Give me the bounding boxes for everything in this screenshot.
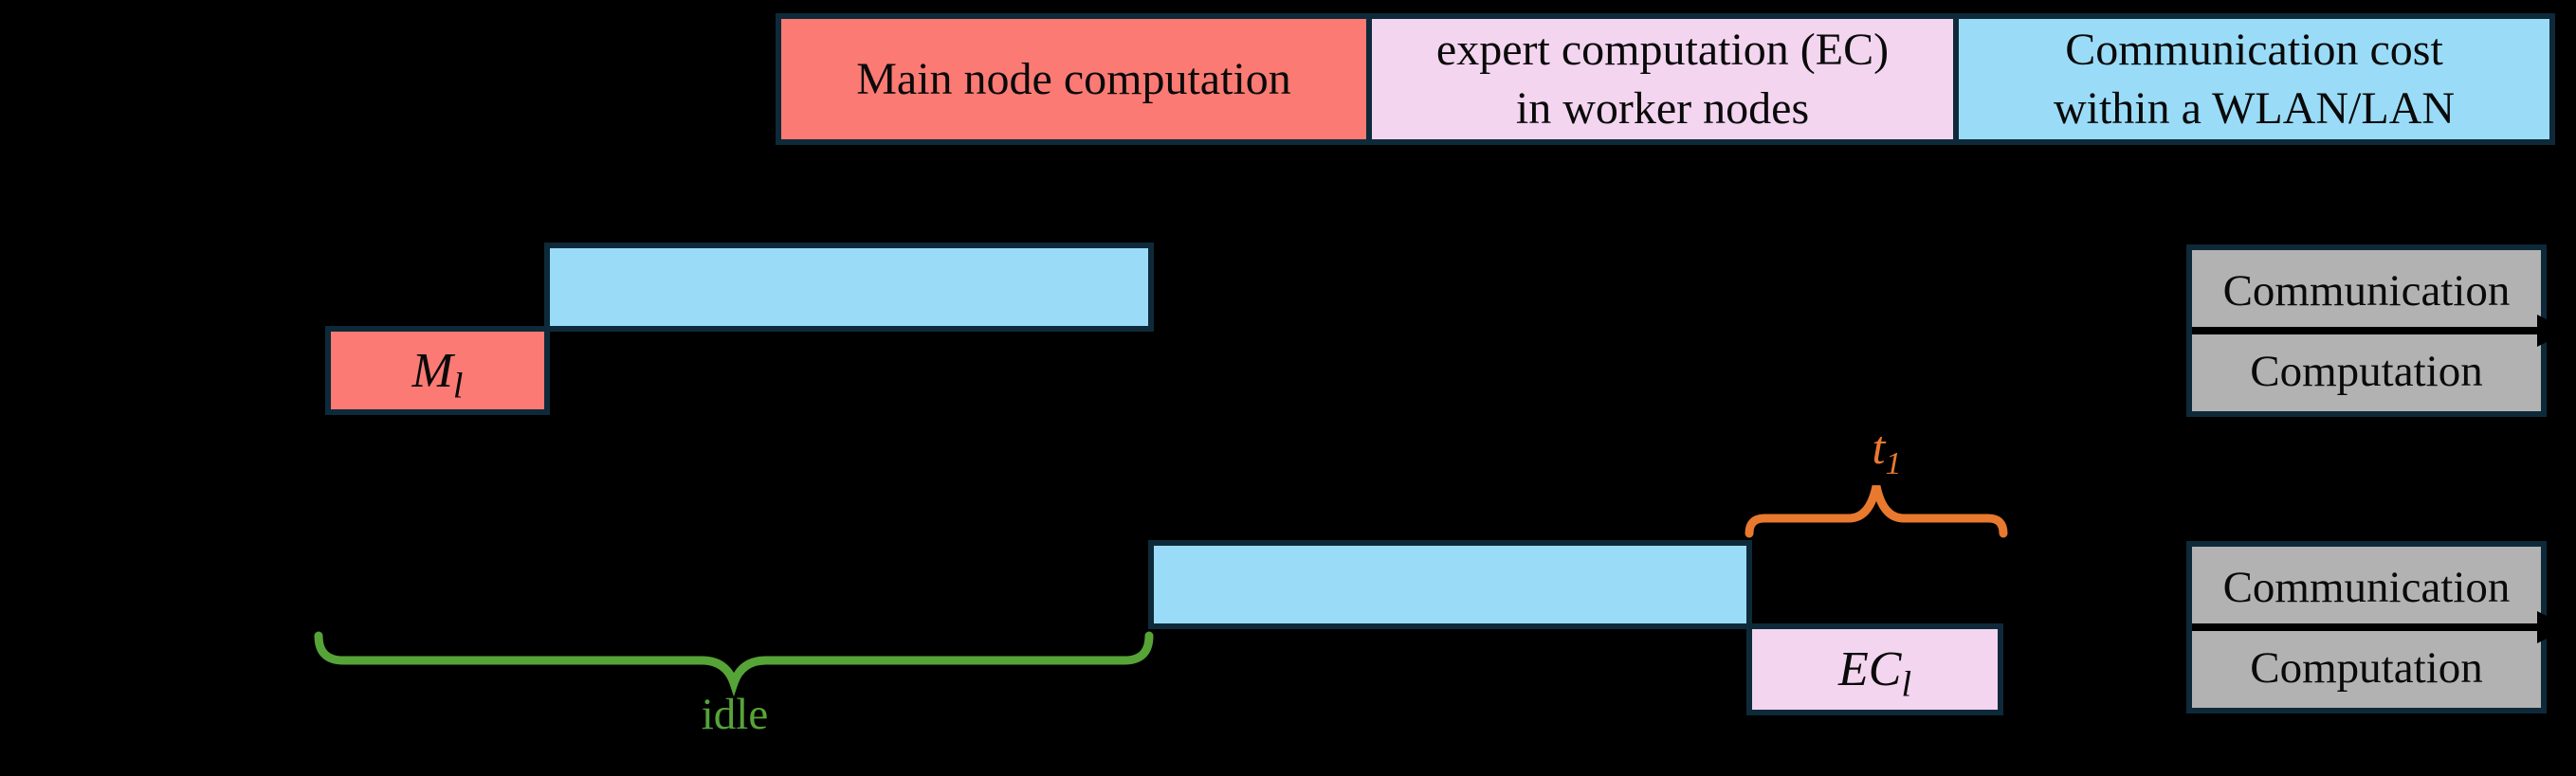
idle-label: idle [701,690,769,739]
axis-panel-main-node: Communication Computation [2186,244,2569,417]
communication-lane-label: Communication [2222,562,2511,612]
legend-expert-computation: expert computation (EC) in worker nodes [1366,13,1959,145]
legend-communication-cost: Communication cost within a WLAN/LAN [1953,13,2555,145]
main-computation-label: Ml [411,343,464,406]
worker-expert-computation-block: ECl [1746,623,2003,715]
t1-label: t1 [1872,421,1902,481]
main-node-communication-block [544,243,1154,332]
computation-lane-label: Computation [2250,346,2483,396]
idle-brace [314,631,1154,697]
computation-lane-label: Computation [2250,642,2483,693]
legend-label: Main node computation [856,53,1291,104]
t1-brace [1745,484,2008,538]
main-node-computation-block: Ml [325,326,550,415]
time-axis-arrowhead-icon [2537,611,2569,643]
time-axis-arrowhead-icon [2537,315,2569,347]
expert-computation-label: ECl [1837,642,1911,705]
legend-label-line2: in worker nodes [1515,82,1810,134]
legend-label-line1: expert computation (EC) [1435,24,1890,75]
axis-panel-worker-node: Communication Computation [2186,541,2569,713]
time-axis-line [2192,327,2545,334]
legend-label-line1: Communication cost [2065,24,2443,75]
communication-lane-label: Communication [2222,265,2511,316]
worker-communication-block [1148,540,1752,629]
legend-label-line2: within a WLAN/LAN [2053,82,2456,134]
legend-main-node-computation: Main node computation [776,13,1372,145]
time-axis-line [2192,623,2545,631]
